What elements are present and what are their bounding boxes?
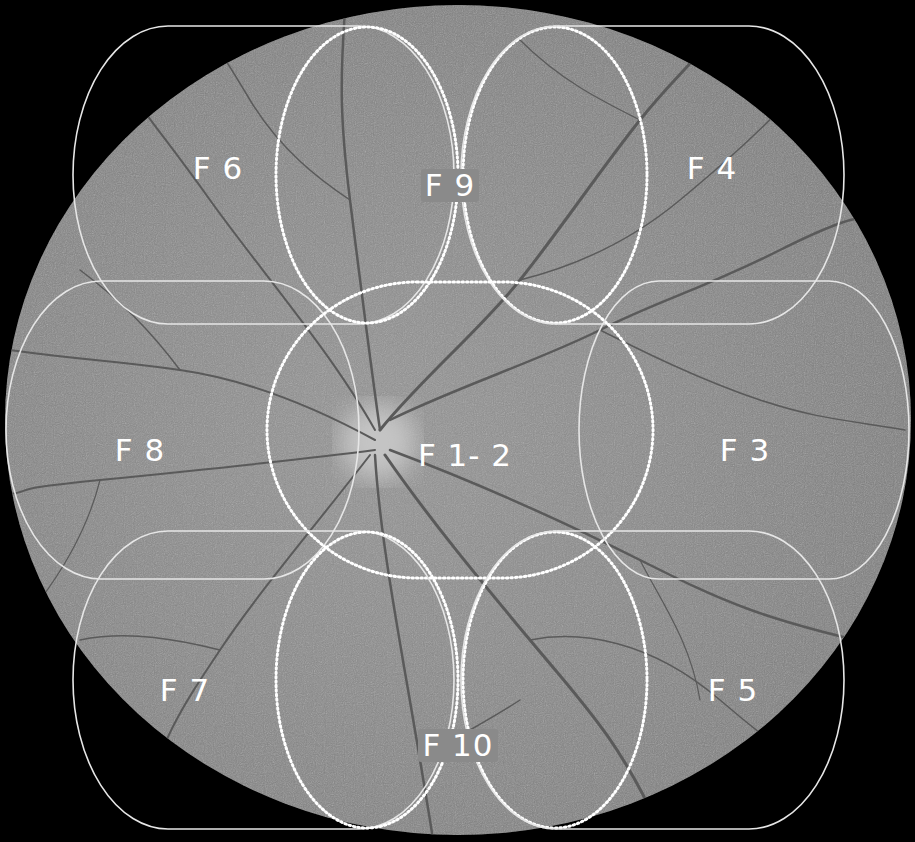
imaging-field: F 5: [460, 530, 845, 830]
field-outline: [578, 280, 910, 580]
field-label: F 1- 2: [418, 440, 512, 471]
field-outline: [460, 530, 845, 830]
field-label: F 6: [193, 153, 243, 184]
imaging-field: F 3: [578, 280, 910, 580]
imaging-field: F 7: [72, 530, 455, 830]
field-border: [579, 281, 909, 579]
field-outline: [72, 25, 455, 325]
field-outline: [460, 25, 845, 325]
field-label: F 9: [421, 169, 479, 202]
imaging-field: F 4: [460, 25, 845, 325]
imaging-field: F 1- 2: [265, 280, 655, 580]
field-border: [73, 26, 454, 324]
field-outline: [5, 280, 360, 580]
imaging-field: F 8: [5, 280, 360, 580]
field-border: [73, 531, 454, 829]
field-border: [463, 27, 647, 323]
imaging-field: F 9: [275, 25, 648, 325]
field-label: F 4: [687, 153, 737, 184]
field-border: [267, 282, 653, 578]
field-label: F 5: [708, 675, 758, 706]
imaging-field: F 6: [72, 25, 455, 325]
field-border: [276, 532, 458, 828]
field-border: [461, 531, 844, 829]
field-label: F 3: [720, 435, 770, 466]
field-border: [6, 281, 359, 579]
field-outline: [72, 530, 455, 830]
field-label: F 7: [160, 675, 210, 706]
field-label: F 10: [418, 729, 497, 762]
field-outline: [265, 280, 655, 580]
field-border: [461, 26, 844, 324]
field-border: [463, 532, 647, 828]
field-label: F 8: [115, 435, 165, 466]
